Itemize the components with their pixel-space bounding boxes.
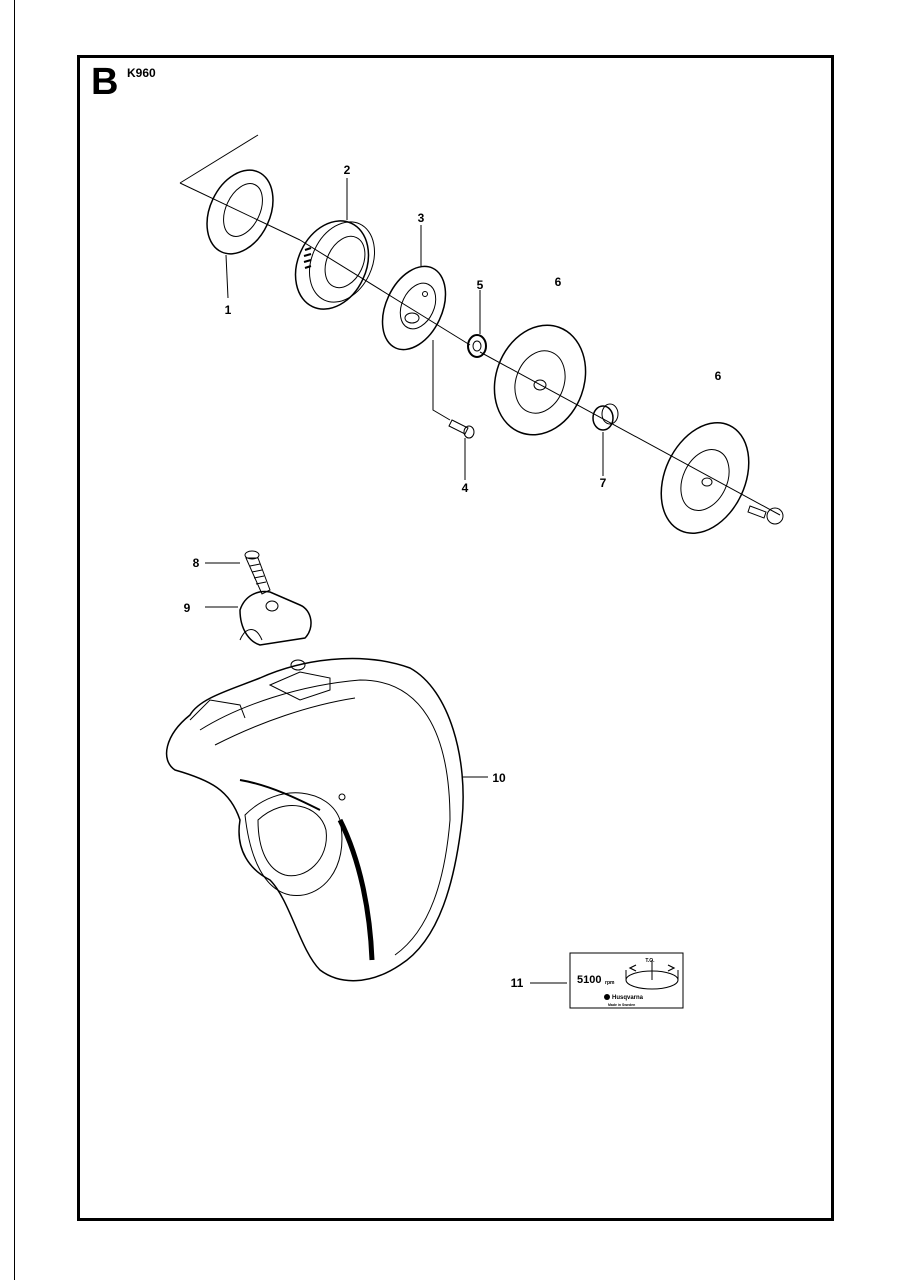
- callout-7: 7: [600, 476, 607, 490]
- part-2-bearing: [294, 178, 375, 310]
- part-4-screw: [448, 419, 475, 480]
- decal-top-label: T.O.: [645, 958, 655, 964]
- part-8-screw: [205, 550, 271, 595]
- part-5-nut: [467, 290, 487, 358]
- callout-9: 9: [184, 601, 191, 615]
- part-11-decal: [530, 952, 684, 1009]
- decal-brand-logo-icon: [604, 994, 610, 1000]
- part-9-clamp: [205, 590, 312, 646]
- part-10-blade-guard: [165, 657, 488, 982]
- decal-rpm-unit: rpm: [605, 980, 615, 986]
- callout-6-lower: 6: [715, 369, 722, 383]
- part-1-washer-ring: [206, 169, 274, 299]
- callout-4: 4: [462, 481, 469, 495]
- assembly-axis-line: [179, 134, 781, 516]
- part-3-flange: [381, 225, 451, 421]
- callout-11: 11: [511, 976, 524, 990]
- callout-3: 3: [418, 211, 425, 225]
- part-6-blade-lower: [660, 422, 784, 534]
- decal-subtext: Made in Sweden: [608, 1003, 635, 1007]
- section-letter: B: [91, 61, 119, 103]
- model-code: K960: [127, 66, 156, 80]
- part-7-bushing: [592, 403, 619, 476]
- decal-rpm-value: 5100: [577, 974, 601, 986]
- callout-10: 10: [492, 771, 506, 785]
- callout-1: 1: [225, 303, 232, 317]
- decal-brand: Husqvarna: [612, 995, 644, 1001]
- callout-6-upper: 6: [555, 275, 562, 289]
- part-6-blade-upper: [493, 324, 587, 436]
- diagram-frame: [77, 55, 834, 1221]
- callout-5: 5: [477, 278, 484, 292]
- callout-8: 8: [193, 556, 200, 570]
- sheet-margin-line: [14, 0, 15, 1280]
- callout-2: 2: [344, 163, 351, 177]
